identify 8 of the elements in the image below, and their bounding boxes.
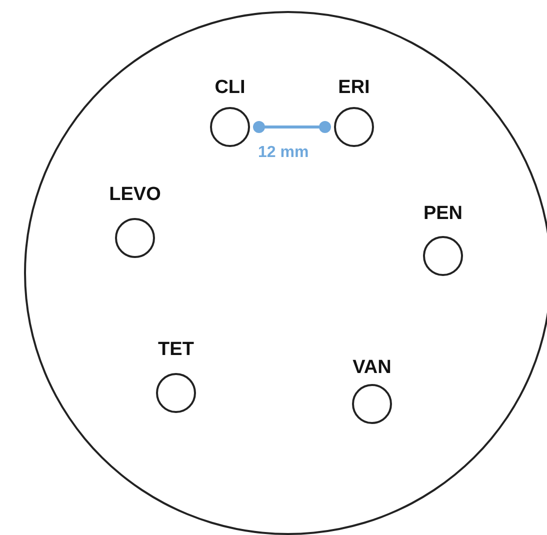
disk-label: PEN — [422, 203, 464, 225]
disk-label: LEVO — [108, 184, 162, 206]
disk-label: ERI — [337, 77, 371, 99]
disk-label: VAN — [352, 357, 392, 379]
disk-label: TET — [157, 339, 195, 361]
dimension-label: 12 mm — [258, 144, 309, 162]
disk-label: CLI — [214, 77, 246, 99]
petri-dish — [24, 11, 547, 535]
